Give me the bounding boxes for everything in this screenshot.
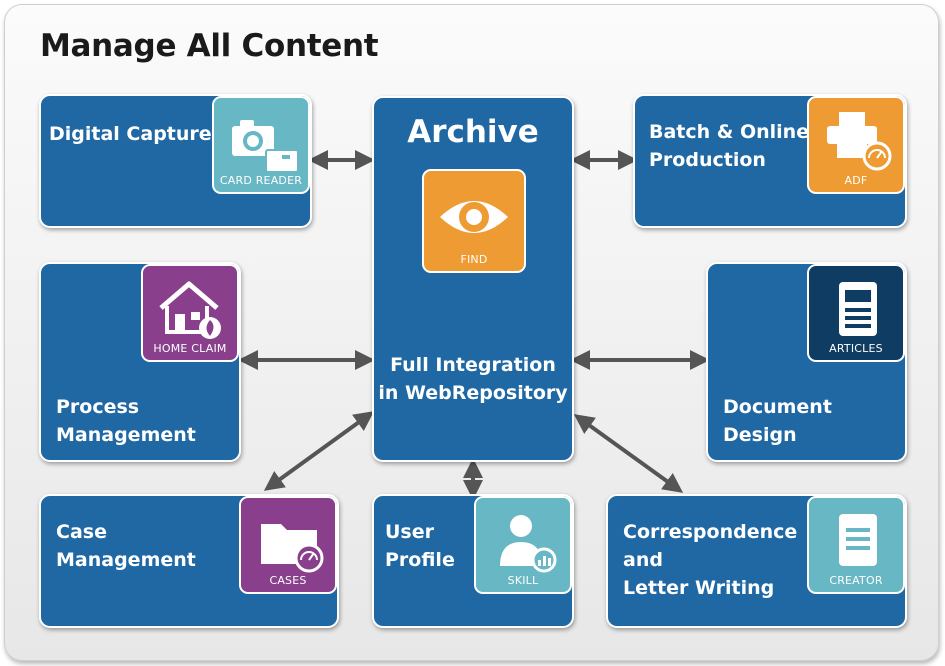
creator-caption: CREATOR (829, 574, 883, 587)
card-reader-caption: CARD READER (219, 174, 303, 187)
correspondence-box[interactable]: Correspondence and Letter Writing CREATO… (606, 494, 907, 628)
archive-subtitle: Full Integration in WebRepository (374, 351, 572, 407)
article-document-icon (839, 282, 877, 336)
eye-icon (440, 201, 508, 233)
cases-caption: CASES (269, 574, 307, 587)
user-profile-label: User Profile (385, 521, 455, 571)
cases-icon-tile[interactable]: CASES (239, 496, 337, 594)
case-management-label: Case Management (56, 521, 196, 571)
articles-caption: ARTICLES (829, 342, 883, 355)
arrow-case-archive (263, 411, 375, 491)
arrow-archive-correspondence (573, 414, 684, 493)
process-management-label: Process Management (56, 396, 196, 446)
find-icon-tile[interactable]: FIND (422, 169, 526, 273)
folder-gauge-icon (261, 524, 324, 573)
house-fire-icon (159, 281, 221, 339)
archive-subtitle-line2: in WebRepository (378, 382, 568, 404)
creator-icon-tile[interactable]: CREATOR (807, 496, 905, 594)
document-design-label: Document Design (723, 396, 832, 446)
user-profile-box[interactable]: User Profile SKILL (372, 494, 574, 628)
case-management-box[interactable]: Case Management CASES (39, 494, 339, 628)
skill-icon-tile[interactable]: SKILL (474, 496, 572, 594)
articles-icon-tile[interactable]: ARTICLES (807, 264, 905, 362)
document-design-box[interactable]: Document Design ARTICLES (706, 262, 907, 462)
user-chart-icon (500, 515, 557, 573)
process-management-box[interactable]: Process Management HOME CLAIM (39, 262, 241, 462)
camera-icon (232, 120, 299, 173)
document-icon (839, 514, 877, 566)
printer-gauge-icon (827, 112, 892, 171)
home-claim-caption: HOME CLAIM (153, 342, 227, 355)
card-reader-icon-tile[interactable]: CARD READER (212, 96, 310, 194)
skill-caption: SKILL (507, 574, 539, 587)
digital-capture-label: Digital Capture (49, 123, 212, 145)
archive-title: Archive (407, 114, 539, 150)
home-claim-icon-tile[interactable]: HOME CLAIM (141, 264, 239, 362)
diagram-title: Manage All Content (40, 28, 379, 64)
batch-production-box[interactable]: Batch & Online Production ADF (633, 94, 907, 228)
archive-subtitle-line1: Full Integration (390, 354, 556, 376)
batch-production-label: Batch & Online Production (649, 121, 810, 171)
digital-capture-box[interactable]: Digital Capture CARD READER (39, 94, 312, 228)
archive-box: Archive FIND Full Integration in WebRepo… (372, 96, 574, 462)
correspondence-label: Correspondence and Letter Writing (623, 521, 798, 599)
adf-caption: ADF (844, 174, 868, 187)
find-caption: FIND (460, 253, 488, 266)
adf-icon-tile[interactable]: ADF (807, 96, 905, 194)
